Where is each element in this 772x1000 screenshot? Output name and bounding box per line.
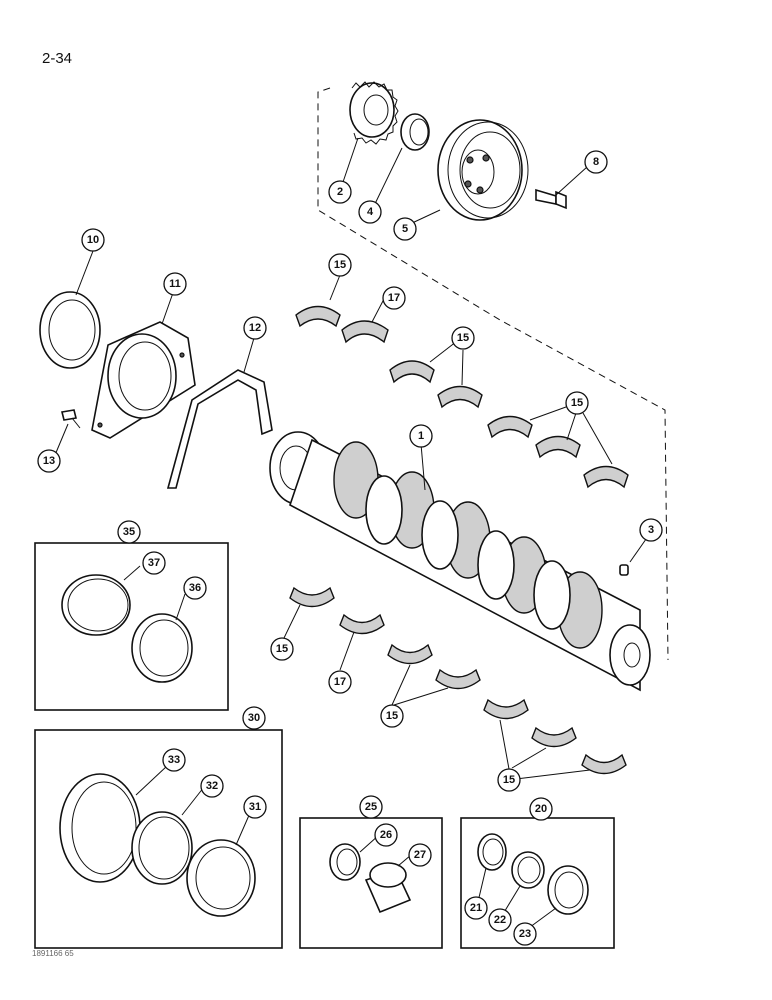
callout-30: 30 (242, 706, 266, 730)
wear-ring-part-36 (131, 613, 193, 683)
plug-part-27 (364, 862, 412, 914)
callout-35: 35 (117, 520, 141, 544)
svg-text:36: 36 (189, 582, 201, 594)
callout-23: 23 (513, 922, 537, 946)
svg-text:35: 35 (123, 526, 135, 538)
bushing-part-26 (329, 843, 361, 881)
svg-text:23: 23 (519, 928, 531, 940)
callout-1: 1 (409, 424, 433, 448)
callout-15-lower-c: 15 (497, 768, 521, 792)
svg-text:15: 15 (386, 710, 398, 722)
lower-bearing-shells (289, 586, 627, 775)
svg-text:37: 37 (148, 557, 160, 569)
callout-15-lower-a: 15 (270, 637, 294, 661)
callout-15-upper-b: 15 (451, 326, 475, 350)
svg-text:17: 17 (388, 292, 400, 304)
page-number: 2-34 (42, 50, 73, 67)
svg-text:11: 11 (169, 278, 181, 290)
svg-text:15: 15 (334, 259, 346, 271)
svg-text:3: 3 (648, 524, 654, 536)
callout-26: 26 (374, 823, 398, 847)
callout-17-lower: 17 (328, 670, 352, 694)
svg-text:12: 12 (249, 322, 261, 334)
kit-box-30 (34, 729, 283, 949)
callout-13: 13 (37, 449, 61, 473)
callout-3: 3 (639, 518, 663, 542)
callout-22: 22 (488, 908, 512, 932)
callout-12: 12 (243, 316, 267, 340)
seal-part-33 (59, 773, 141, 883)
callout-11: 11 (163, 272, 187, 296)
svg-text:22: 22 (494, 914, 506, 926)
seal-part-23 (547, 865, 589, 915)
ring-part-31 (186, 839, 256, 917)
svg-text:33: 33 (168, 754, 180, 766)
svg-text:21: 21 (470, 902, 482, 914)
svg-text:10: 10 (87, 234, 99, 246)
callout-37: 37 (142, 551, 166, 575)
callout-17-upper: 17 (382, 286, 406, 310)
pulley-damper-part (437, 119, 529, 221)
callout-27: 27 (408, 843, 432, 867)
callout-20: 20 (529, 797, 553, 821)
callout-32: 32 (200, 774, 224, 798)
seal-housing-part (91, 321, 196, 439)
upper-bearing-shells (295, 305, 629, 489)
kit-box-35 (34, 542, 229, 711)
svg-text:26: 26 (380, 829, 392, 841)
svg-text:8: 8 (593, 156, 599, 168)
spacer-ring-part (400, 113, 430, 151)
callout-10: 10 (81, 228, 105, 252)
sleeve-part-37 (61, 574, 131, 636)
svg-text:1: 1 (418, 430, 424, 442)
callout-2: 2 (328, 180, 352, 204)
ring-part-21 (477, 833, 507, 871)
svg-text:30: 30 (248, 712, 260, 724)
housing-gasket-part (166, 369, 273, 489)
svg-text:15: 15 (457, 332, 469, 344)
crankshaft-part (269, 431, 651, 692)
svg-text:27: 27 (414, 849, 426, 861)
svg-text:5: 5 (402, 223, 408, 235)
callout-15-upper-a: 15 (328, 253, 352, 277)
svg-text:15: 15 (503, 774, 515, 786)
rear-oil-seal-part (39, 291, 101, 369)
callout-31: 31 (243, 795, 267, 819)
crankshaft-gear-part (349, 81, 399, 145)
callout-4: 4 (358, 200, 382, 224)
callout-21: 21 (464, 896, 488, 920)
svg-text:15: 15 (571, 397, 583, 409)
callout-36: 36 (183, 576, 207, 600)
svg-text:15: 15 (276, 643, 288, 655)
housing-screw-part (61, 409, 81, 429)
sleeve-part-32 (131, 811, 193, 885)
svg-text:32: 32 (206, 780, 218, 792)
callout-5: 5 (393, 217, 417, 241)
dowel-pin-part (619, 564, 629, 576)
svg-text:2: 2 (337, 186, 343, 198)
svg-text:20: 20 (535, 803, 547, 815)
callout-15-upper-c: 15 (565, 391, 589, 415)
svg-text:25: 25 (365, 801, 377, 813)
svg-text:13: 13 (43, 455, 55, 467)
callout-25: 25 (359, 795, 383, 819)
svg-text:17: 17 (334, 676, 346, 688)
pulley-bolt-part (535, 188, 567, 210)
figure-code: 1891166 65 (32, 949, 74, 958)
callout-15-lower-b: 15 (380, 704, 404, 728)
ring-part-22 (511, 851, 545, 889)
callout-33: 33 (162, 748, 186, 772)
svg-text:31: 31 (249, 801, 261, 813)
callout-8: 8 (584, 150, 608, 174)
svg-text:4: 4 (367, 206, 374, 218)
